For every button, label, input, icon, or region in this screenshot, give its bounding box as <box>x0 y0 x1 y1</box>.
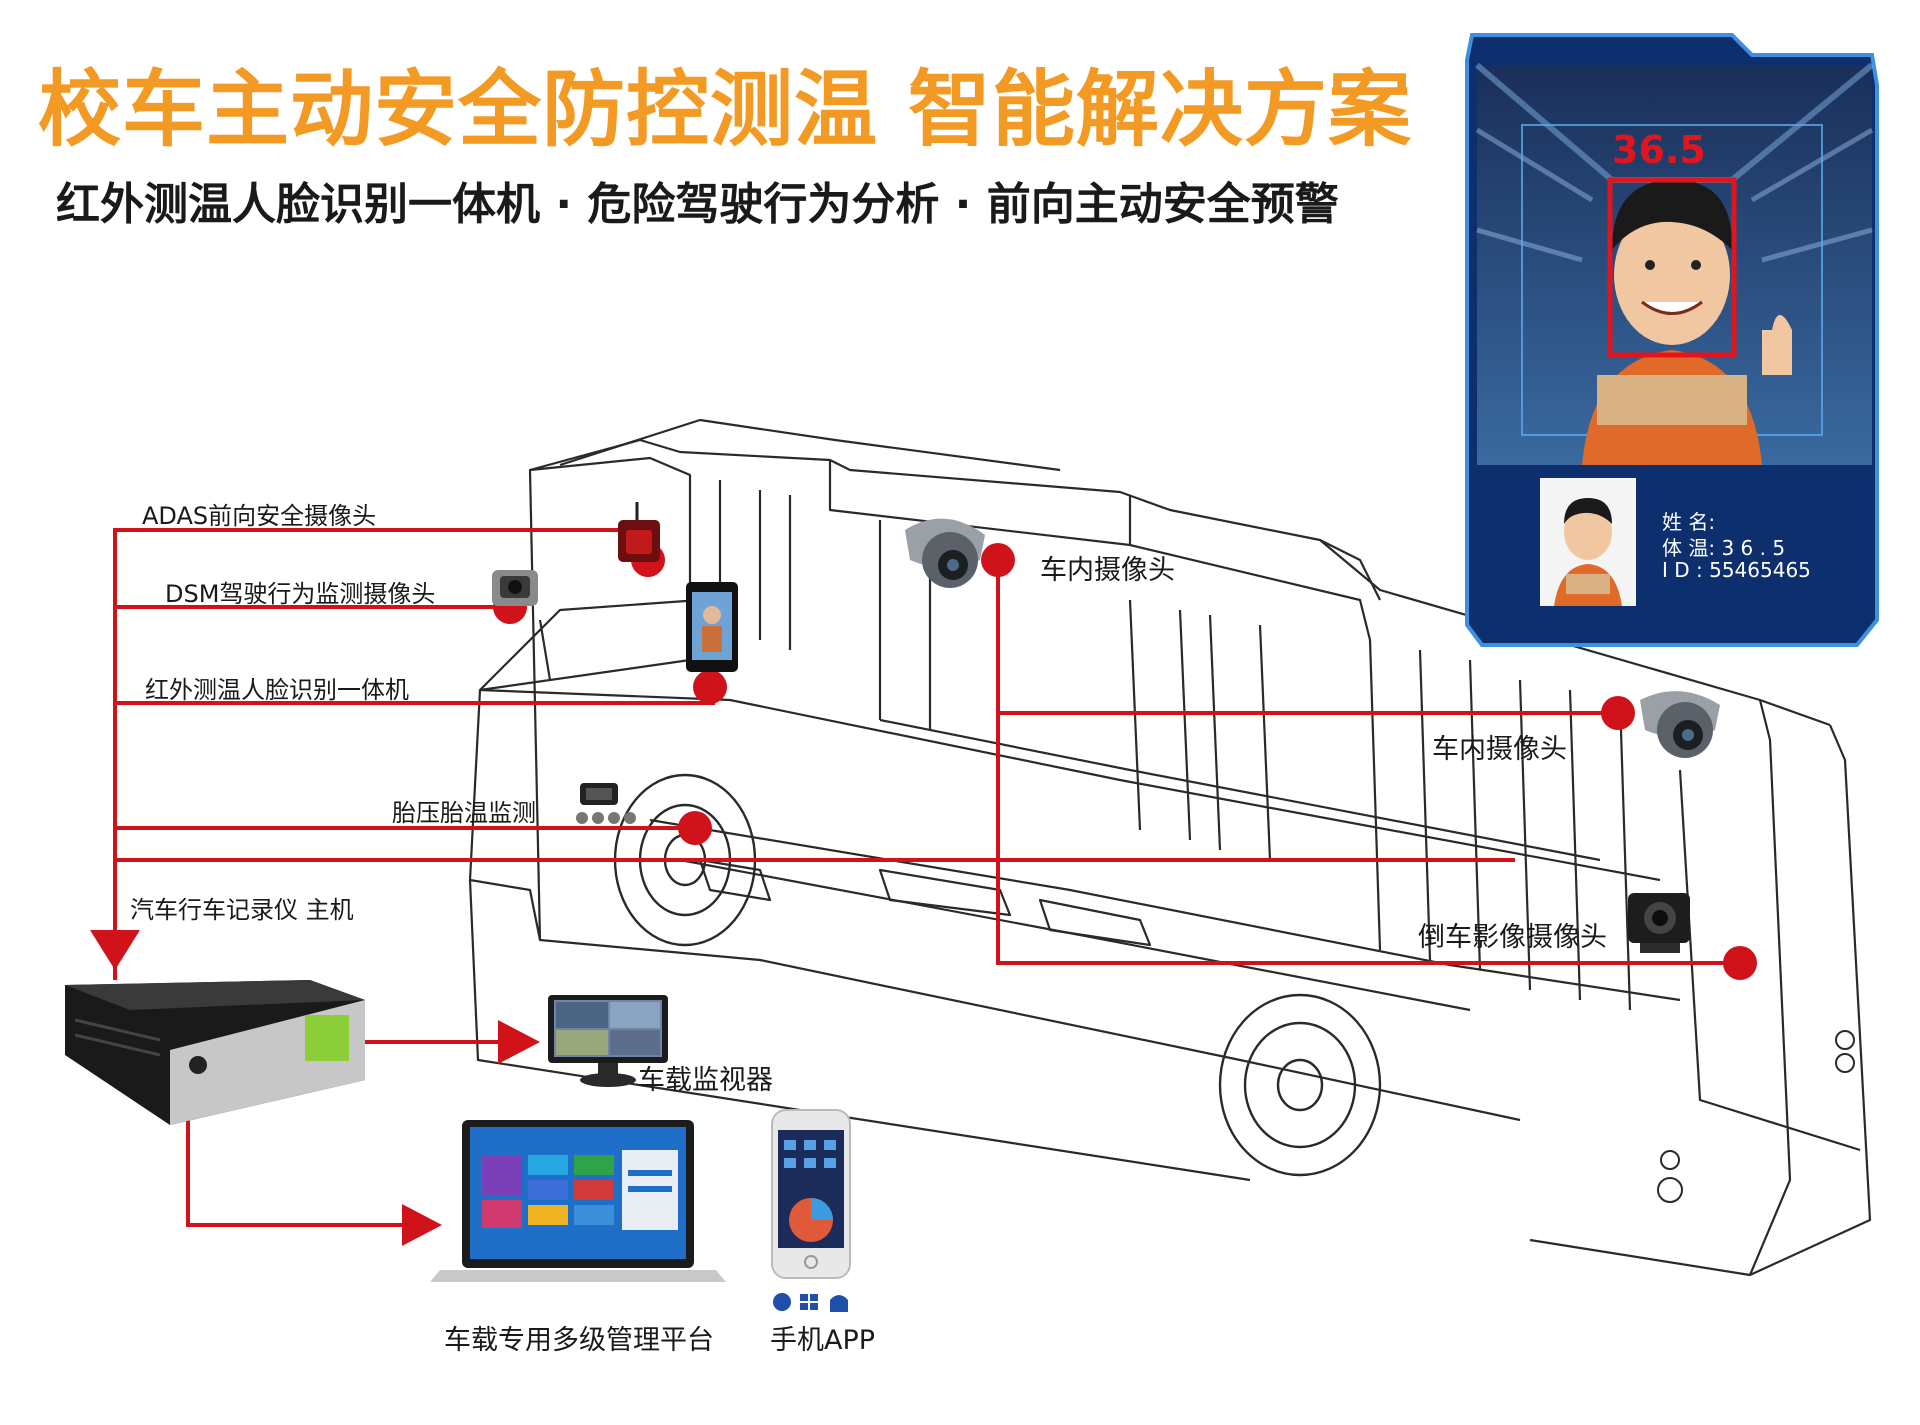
bus-outline <box>468 418 1872 1277</box>
label-dvr-host: 汽车行车记录仪 主机 <box>130 896 354 924</box>
label-vehicle-monitor: 车载监视器 <box>638 1065 773 1096</box>
adas-camera-icon <box>618 502 660 562</box>
dome-camera-icon-2 <box>1640 691 1720 758</box>
id-photo <box>1540 478 1636 606</box>
tail-lights <box>1657 1030 1855 1203</box>
laptop-icon <box>430 1120 726 1282</box>
label-adas-camera: ADAS前向安全摄像头 <box>142 502 377 530</box>
temperature-reading: 36.5 <box>1612 128 1706 172</box>
face-terminal-icon <box>686 582 738 672</box>
dsm-camera-icon <box>492 570 538 606</box>
label-management-platform: 车载专用多级管理平台 <box>444 1325 714 1356</box>
label-cabin-camera-1: 车内摄像头 <box>1040 555 1175 586</box>
wiring-arrowheads <box>90 930 540 1246</box>
dvr-host-icon <box>65 980 365 1125</box>
label-cabin-camera-2: 车内摄像头 <box>1432 734 1567 765</box>
label-dsm-camera: DSM驾驶行为监测摄像头 <box>165 580 436 608</box>
main-title: 校车主动安全防控测温 智能解决方案 <box>38 61 1412 158</box>
label-ir-face-terminal: 红外测温人脸识别一体机 <box>145 676 409 704</box>
name-label: 姓 名: <box>1662 510 1716 534</box>
wiring <box>113 528 1745 1227</box>
dome-camera-icon-1 <box>905 518 985 588</box>
label-tpms: 胎压胎温监测 <box>392 799 536 827</box>
wheel-rear <box>1218 993 1382 1177</box>
os-icons <box>773 1293 848 1312</box>
face-recognition-panel: 36.5 姓 名: 体 温: 3 6 . 5 I D : 55465465 <box>1462 30 1882 650</box>
id-label: I D : 55465465 <box>1662 558 1811 582</box>
temp-label: 体 温: 3 6 . 5 <box>1662 536 1786 560</box>
label-reverse-camera: 倒车影像摄像头 <box>1418 922 1607 953</box>
reverse-camera-icon <box>1628 893 1690 953</box>
label-mobile-app: 手机APP <box>770 1325 876 1356</box>
tpms-sensor-icon <box>576 783 636 824</box>
subtitle: 红外测温人脸识别一体机 · 危险驾驶行为分析 · 前向主动安全预警 <box>56 179 1339 230</box>
vehicle-monitor-icon <box>548 995 668 1087</box>
phone-icon <box>771 1109 851 1279</box>
